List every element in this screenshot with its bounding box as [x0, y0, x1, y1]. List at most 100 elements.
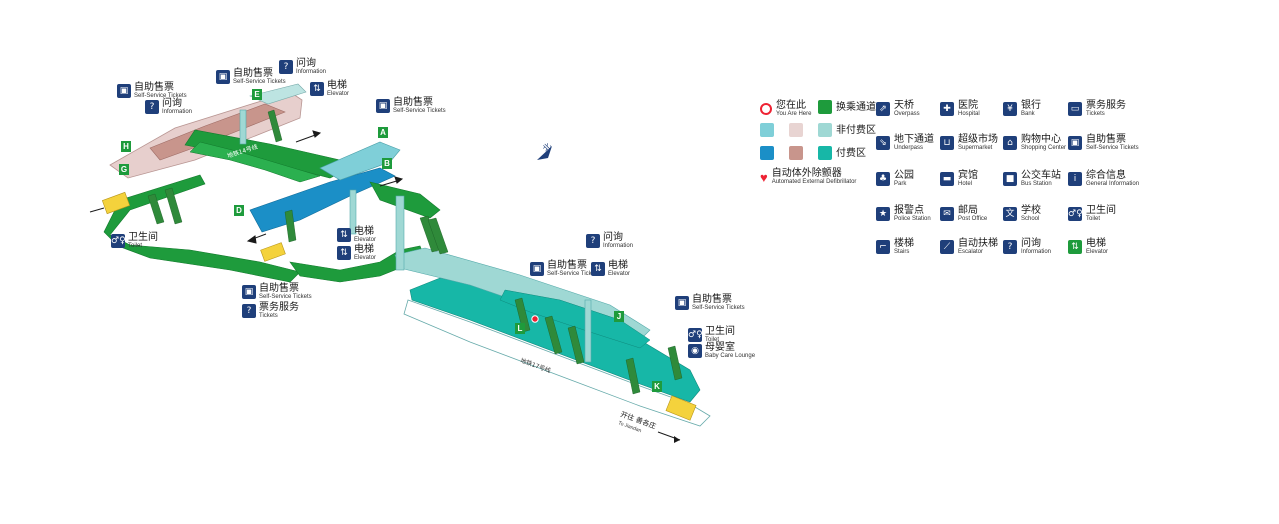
legend-label-en: Underpass: [894, 145, 924, 151]
park-icon: ♣: [876, 172, 890, 186]
escalators: [147, 109, 683, 395]
exit-e-badge: E: [252, 89, 262, 100]
exit-k-badge: K: [652, 381, 662, 392]
unpaid-swatch-a: [760, 123, 774, 137]
baby-icon: ◉: [688, 344, 702, 358]
exit-h-badge: H: [121, 141, 131, 152]
legend-label-en: Toilet: [1086, 216, 1101, 222]
aed-icon: ♥: [760, 169, 768, 185]
you-are-here-icon: [760, 103, 772, 115]
legend-label-en: Elevator: [1086, 249, 1109, 255]
overpass-icon: ⇗: [876, 102, 890, 116]
self-service-icon: ▣: [117, 84, 131, 98]
police-icon: ★: [876, 207, 890, 221]
platform-exit-k: [665, 395, 697, 421]
tickets-icon: ▭: [1068, 102, 1082, 116]
legend-label-en: General Information: [1086, 181, 1140, 187]
paid-swatch-c: [818, 146, 832, 160]
school-icon: 文: [1003, 207, 1017, 221]
stairs-icon: ⌐: [876, 240, 890, 254]
legend-label-en: Overpass: [894, 111, 920, 117]
info-icon: i: [1068, 172, 1082, 186]
compass-north: 北: [541, 141, 553, 153]
legend-label-en: School: [1021, 216, 1040, 222]
hotel-icon: ▬: [940, 172, 954, 186]
line10-paid-hall: [249, 167, 396, 233]
question-icon: ?: [279, 60, 293, 74]
transfer-corridor-upper: [189, 141, 321, 183]
line10-east: [369, 181, 441, 219]
question-icon: ?: [242, 304, 256, 318]
toilet-icon: ♂♀: [1068, 207, 1083, 221]
exit-g-badge: G: [119, 164, 129, 175]
legend-label-en: Park: [894, 181, 907, 187]
question-icon: ?: [145, 100, 159, 114]
legend-label-en: Self-Service Tickets: [1086, 145, 1139, 151]
self-service-icon: ▣: [216, 70, 230, 84]
paid-swatch-a: [760, 146, 774, 160]
legend-label-cn: 邮局: [958, 205, 978, 216]
supermarket-icon: ⊔: [940, 136, 954, 150]
concourse-north-paid: [149, 103, 286, 161]
exit-d-badge: D: [234, 205, 244, 216]
connector-shaft-3: [239, 109, 247, 145]
legend-paid: 付费区: [818, 146, 866, 160]
direction-arrows: [89, 130, 404, 244]
passage-e: [249, 83, 307, 105]
legend-label-cn: 天桥: [894, 100, 914, 111]
bus-icon: ■: [1003, 172, 1017, 186]
exit-l-badge: L: [515, 323, 525, 334]
legend-label-en: Shopping Center: [1021, 145, 1067, 151]
legend-transfer: 换乘通道: [818, 100, 876, 114]
legend-label-en: Bank: [1021, 111, 1035, 117]
paid-swatch-b: [789, 146, 803, 160]
unpaid-swatch-c: [818, 123, 832, 137]
legend-label-en: Escalator: [958, 249, 984, 255]
legend-label-cn: 自助售票: [1086, 134, 1126, 145]
you-are-here-marker: [531, 315, 539, 323]
legend-label-cn: 问询: [1021, 238, 1041, 249]
exit-j-badge: J: [614, 311, 624, 322]
connector-shaft-2: [349, 189, 357, 235]
legend-label-cn: 购物中心: [1021, 134, 1061, 145]
compass: 北: [537, 141, 553, 160]
question-icon: ?: [1003, 240, 1017, 254]
legend-label-en: Tickets: [1086, 111, 1105, 117]
elevator-icon: ⇅: [337, 246, 351, 260]
legend-label-en: Hospital: [958, 111, 980, 117]
exit-b-badge: B: [382, 158, 392, 169]
post-icon: ✉: [940, 207, 954, 221]
transfer-swatch: [818, 100, 832, 114]
toilet-icon: ♂♀: [688, 328, 703, 342]
self-service-icon: ▣: [376, 99, 390, 113]
legend-label-en: Information: [1021, 249, 1052, 255]
exit-a-badge: A: [378, 127, 388, 138]
